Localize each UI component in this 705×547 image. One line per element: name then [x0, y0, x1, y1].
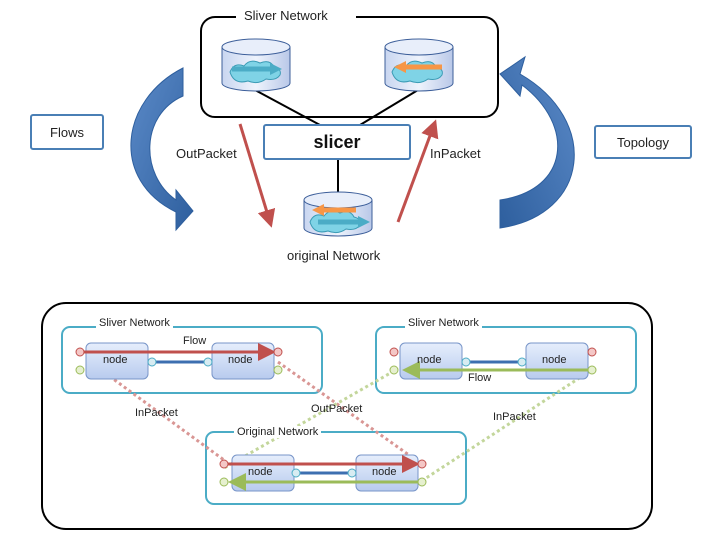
outpacket-mid-label: OutPacket [311, 403, 363, 415]
outpacket-label: OutPacket [176, 146, 237, 161]
right-node-2-label: node [542, 354, 567, 366]
inpacket-right-label: InPacket [493, 411, 536, 423]
original-database [303, 191, 373, 237]
topology-curved-arrow [499, 55, 575, 229]
flows-curved-arrow [130, 67, 194, 232]
sliver-database-right [384, 38, 454, 92]
outpacket-arrow [238, 123, 276, 228]
inpacket-left-label: InPacket [135, 407, 178, 419]
original-node-2-label: node [372, 466, 397, 478]
right-node-1-label: node [417, 354, 442, 366]
right-flow-label: Flow [468, 372, 492, 384]
right-sliver-title: Sliver Network [405, 317, 482, 329]
inpacket-label: InPacket [430, 146, 481, 161]
sliver-database-left [221, 38, 291, 92]
topology-box: Topology [594, 125, 692, 159]
left-node-2-label: node [228, 354, 253, 366]
flows-box: Flows [30, 114, 104, 150]
inpacket-arrow [396, 119, 439, 223]
original-node-1-label: node [248, 466, 273, 478]
original-network-label: original Network [287, 248, 381, 263]
sliver-network-title: Sliver Network [244, 8, 328, 23]
left-flow-label: Flow [183, 335, 207, 347]
slicer-box: slicer [263, 124, 411, 160]
left-sliver-title: Sliver Network [96, 317, 173, 329]
left-node-1-label: node [103, 354, 128, 366]
original-network-title: Original Network [234, 426, 322, 438]
